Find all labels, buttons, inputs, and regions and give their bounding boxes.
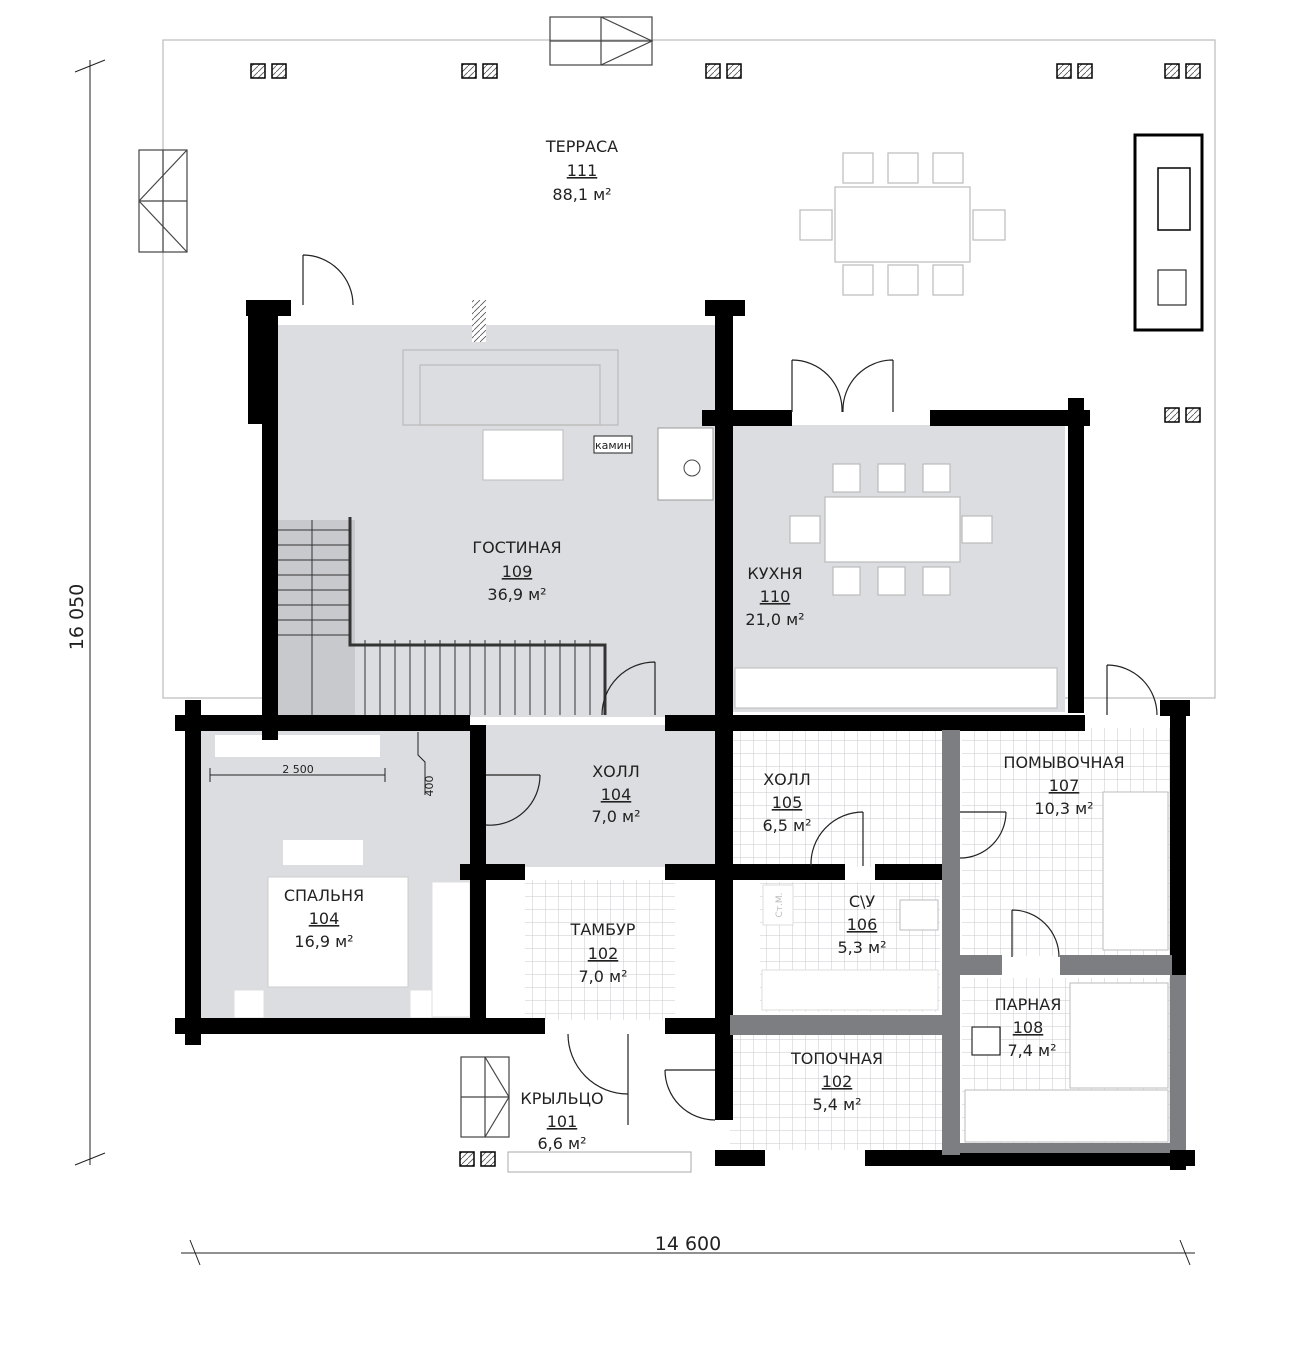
room-area: 16,9 м² bbox=[294, 932, 353, 951]
doors bbox=[302, 254, 1158, 1125]
room-name: КУХНЯ bbox=[747, 564, 802, 583]
room-number: 105 bbox=[772, 793, 803, 812]
bed bbox=[267, 876, 409, 988]
kitchen-counter bbox=[734, 667, 1058, 709]
room-label-terrace: ТЕРРАСА 111 88,1 м² bbox=[545, 137, 618, 204]
room-number: 104 bbox=[601, 785, 632, 804]
room-name: ПОМЫВОЧНАЯ bbox=[1003, 753, 1124, 772]
room-label-kitchen: КУХНЯ 110 21,0 м² bbox=[745, 564, 804, 629]
room-name: ПАРНАЯ bbox=[995, 995, 1062, 1014]
kitchen-table bbox=[789, 463, 993, 596]
room-label-washroom: ПОМЫВОЧНАЯ 107 10,3 м² bbox=[1003, 753, 1124, 818]
room-label-bedroom: СПАЛЬНЯ 104 16,9 м² bbox=[284, 886, 364, 951]
toilet bbox=[899, 899, 939, 931]
sofa bbox=[402, 349, 619, 426]
outdoor-kitchen bbox=[1133, 133, 1204, 332]
room-name: СПАЛЬНЯ bbox=[284, 886, 364, 905]
room-number: 106 bbox=[847, 915, 878, 934]
room-name: ХОЛЛ bbox=[592, 762, 640, 781]
room-area: 36,9 м² bbox=[487, 585, 546, 604]
terrace-awning-left bbox=[138, 149, 188, 253]
dimension-lines bbox=[74, 59, 1195, 1266]
shower-area bbox=[1102, 791, 1169, 951]
fireplace-label: камин bbox=[595, 439, 631, 452]
fireplace-icon bbox=[683, 459, 701, 477]
room-area: 10,3 м² bbox=[1034, 799, 1093, 818]
room-name: ХОЛЛ bbox=[763, 770, 811, 789]
coffee-table bbox=[482, 429, 564, 481]
bathroom-counter bbox=[761, 969, 939, 1011]
stair-area bbox=[275, 520, 355, 715]
room-name: ТОПОЧНАЯ bbox=[790, 1049, 883, 1068]
room-label-hall-104: ХОЛЛ 104 7,0 м² bbox=[591, 762, 640, 826]
room-number: 107 bbox=[1049, 776, 1080, 795]
room-name: ТАМБУР bbox=[570, 920, 636, 939]
room-number: 102 bbox=[822, 1072, 853, 1091]
room-name: ГОСТИНАЯ bbox=[472, 538, 561, 557]
room-name: КРЫЛЬЦО bbox=[520, 1089, 603, 1108]
room-area: 7,0 м² bbox=[578, 967, 627, 986]
room-label-bathroom: С\У 106 5,3 м² bbox=[837, 892, 886, 957]
stairs bbox=[275, 517, 607, 715]
vestibule-floor bbox=[525, 880, 675, 1020]
room-number: 109 bbox=[502, 562, 533, 581]
room-label-boiler-room: ТОПОЧНАЯ 102 5,4 м² bbox=[790, 1049, 883, 1114]
room-number: 101 bbox=[547, 1112, 578, 1131]
room-area: 6,6 м² bbox=[537, 1134, 586, 1153]
terrace-posts bbox=[250, 63, 1201, 1167]
washer-label: Ст.М. bbox=[775, 892, 785, 917]
width-dimension: 14 600 bbox=[655, 1233, 721, 1255]
room-number: 110 bbox=[760, 587, 791, 606]
interior-partitions bbox=[730, 730, 1186, 1155]
bed-width-dimension: 2 500 bbox=[282, 763, 314, 776]
room-area: 7,0 м² bbox=[591, 807, 640, 826]
room-number: 102 bbox=[588, 944, 619, 963]
bed-offset-dimension: 400 bbox=[423, 776, 436, 797]
room-label-hall-105: ХОЛЛ 105 6,5 м² bbox=[762, 770, 811, 835]
terrace-table bbox=[799, 152, 1006, 296]
bedroom-wardrobe bbox=[431, 881, 471, 1018]
sauna-stove bbox=[971, 1026, 1001, 1056]
porch-step bbox=[507, 1151, 692, 1173]
hall-105-floor bbox=[730, 725, 942, 867]
room-area: 5,3 м² bbox=[837, 938, 886, 957]
fireplace-label-box bbox=[593, 435, 633, 454]
room-number: 108 bbox=[1013, 1018, 1044, 1037]
room-area: 6,5 м² bbox=[762, 816, 811, 835]
room-number: 111 bbox=[567, 161, 598, 180]
terrace-awning-top bbox=[549, 16, 654, 66]
room-name: ТЕРРАСА bbox=[545, 137, 618, 156]
wardrobe-strip bbox=[215, 735, 380, 757]
boiler-room-floor bbox=[730, 1035, 942, 1150]
height-dimension: 16 050 bbox=[66, 584, 88, 650]
hall-104-floor bbox=[485, 725, 717, 867]
room-area: 21,0 м² bbox=[745, 610, 804, 629]
room-area: 88,1 м² bbox=[552, 185, 611, 204]
room-label-living-room: ГОСТИНАЯ 109 36,9 м² bbox=[472, 538, 561, 604]
room-label-vestibule: ТАМБУР 102 7,0 м² bbox=[570, 920, 636, 986]
room-number: 104 bbox=[309, 909, 340, 928]
nightstand-left bbox=[233, 989, 265, 1019]
room-area: 7,4 м² bbox=[1007, 1041, 1056, 1060]
room-label-porch: КРЫЛЬЦО 101 6,6 м² bbox=[520, 1089, 603, 1153]
room-name: С\У bbox=[849, 892, 876, 911]
washer bbox=[762, 884, 794, 926]
bench bbox=[283, 840, 363, 865]
sauna-benches bbox=[964, 982, 1169, 1143]
room-area: 5,4 м² bbox=[812, 1095, 861, 1114]
room-label-steam-room: ПАРНАЯ 108 7,4 м² bbox=[995, 995, 1062, 1060]
porch-awning bbox=[460, 1056, 510, 1138]
exterior-walls bbox=[175, 300, 1195, 1170]
